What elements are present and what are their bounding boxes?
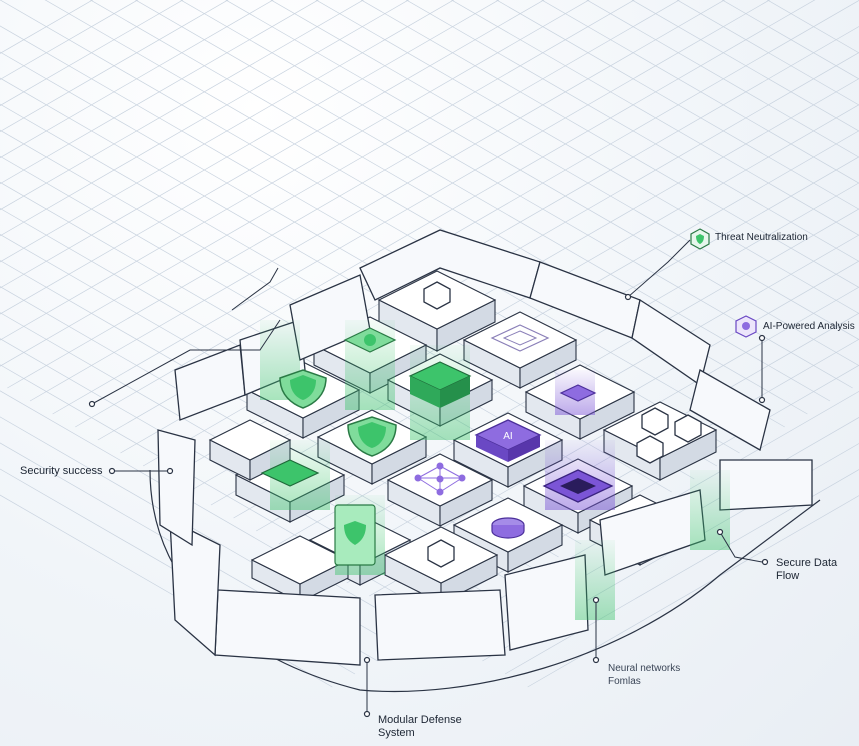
hexagon-icon bbox=[423, 281, 451, 310]
grid-line bbox=[0, 25, 740, 454]
label-modular-defense-system: Modular Defense System bbox=[378, 714, 462, 739]
wall-segment bbox=[169, 518, 221, 657]
wall-segment bbox=[157, 429, 196, 547]
grid-line bbox=[0, 0, 139, 80]
wall-segment bbox=[719, 459, 813, 511]
shield-icon bbox=[347, 416, 397, 457]
module-block bbox=[316, 409, 428, 485]
grid-line bbox=[450, 0, 859, 236]
microchip-icon bbox=[490, 324, 550, 352]
label-ai-powered-analysis: AI-Powered Analysis bbox=[763, 321, 855, 332]
callout-dots bbox=[88, 293, 769, 718]
grid-line bbox=[0, 0, 229, 133]
grid-line bbox=[482, 443, 859, 662]
microchip-icon bbox=[408, 361, 472, 408]
label-neural-networks: Neural networks Fomlas bbox=[608, 663, 681, 687]
wall-segment bbox=[689, 369, 771, 451]
grid-line bbox=[0, 0, 365, 211]
callout-lines bbox=[91, 239, 763, 714]
grid-line bbox=[676, 0, 859, 106]
grid-line bbox=[0, 442, 378, 662]
grid-line bbox=[0, 0, 410, 237]
ai-chip-icon: AI bbox=[474, 419, 542, 462]
callout-line bbox=[91, 319, 281, 405]
callout-line bbox=[231, 267, 279, 311]
grid-line bbox=[586, 0, 859, 158]
grid-line bbox=[278, 208, 859, 545]
neural-network-icon bbox=[414, 462, 466, 496]
grid-line bbox=[0, 0, 455, 263]
wall-segment bbox=[631, 298, 711, 387]
hexagon-icon bbox=[636, 407, 702, 464]
grid-line bbox=[495, 0, 859, 210]
green-beam bbox=[575, 540, 615, 620]
wall-segment bbox=[374, 589, 506, 661]
grid-line bbox=[52, 0, 771, 415]
perimeter-wall bbox=[157, 229, 813, 666]
shield-icon bbox=[279, 369, 327, 409]
grid-line bbox=[134, 0, 831, 402]
grid-line bbox=[504, 469, 859, 675]
label-threat-neutralization: Threat Neutralization bbox=[715, 232, 808, 243]
brain-icon bbox=[735, 315, 757, 338]
grid-line bbox=[0, 0, 763, 441]
shield-icon bbox=[690, 228, 710, 250]
grid-line bbox=[0, 0, 274, 159]
grid-line bbox=[527, 495, 859, 688]
wall-segment bbox=[174, 344, 246, 421]
shield-icon bbox=[334, 504, 376, 566]
hexagon-icon bbox=[427, 539, 455, 568]
grid-line bbox=[0, 0, 319, 185]
grid-line bbox=[0, 0, 184, 106]
ai-chip-label: AI bbox=[503, 431, 512, 442]
wall-segment bbox=[214, 589, 361, 666]
label-security-success: Security success bbox=[20, 465, 103, 477]
microchip-icon bbox=[260, 459, 320, 487]
wall-segment bbox=[504, 554, 589, 651]
microchip-icon bbox=[542, 469, 614, 503]
callout-line bbox=[627, 239, 691, 298]
grid-line bbox=[315, 0, 859, 314]
microchip-icon bbox=[343, 327, 397, 353]
grid-line bbox=[0, 0, 94, 54]
microchip-icon bbox=[559, 384, 597, 402]
block-top bbox=[250, 535, 350, 585]
grid-line bbox=[721, 0, 859, 80]
callout-line bbox=[719, 531, 763, 563]
grid-line bbox=[766, 0, 859, 54]
database-icon bbox=[491, 517, 525, 539]
grid-line bbox=[541, 0, 859, 184]
label-secure-data-flow: Secure Data Flow bbox=[776, 557, 838, 582]
grid-line bbox=[631, 0, 859, 132]
module-block bbox=[250, 535, 350, 603]
